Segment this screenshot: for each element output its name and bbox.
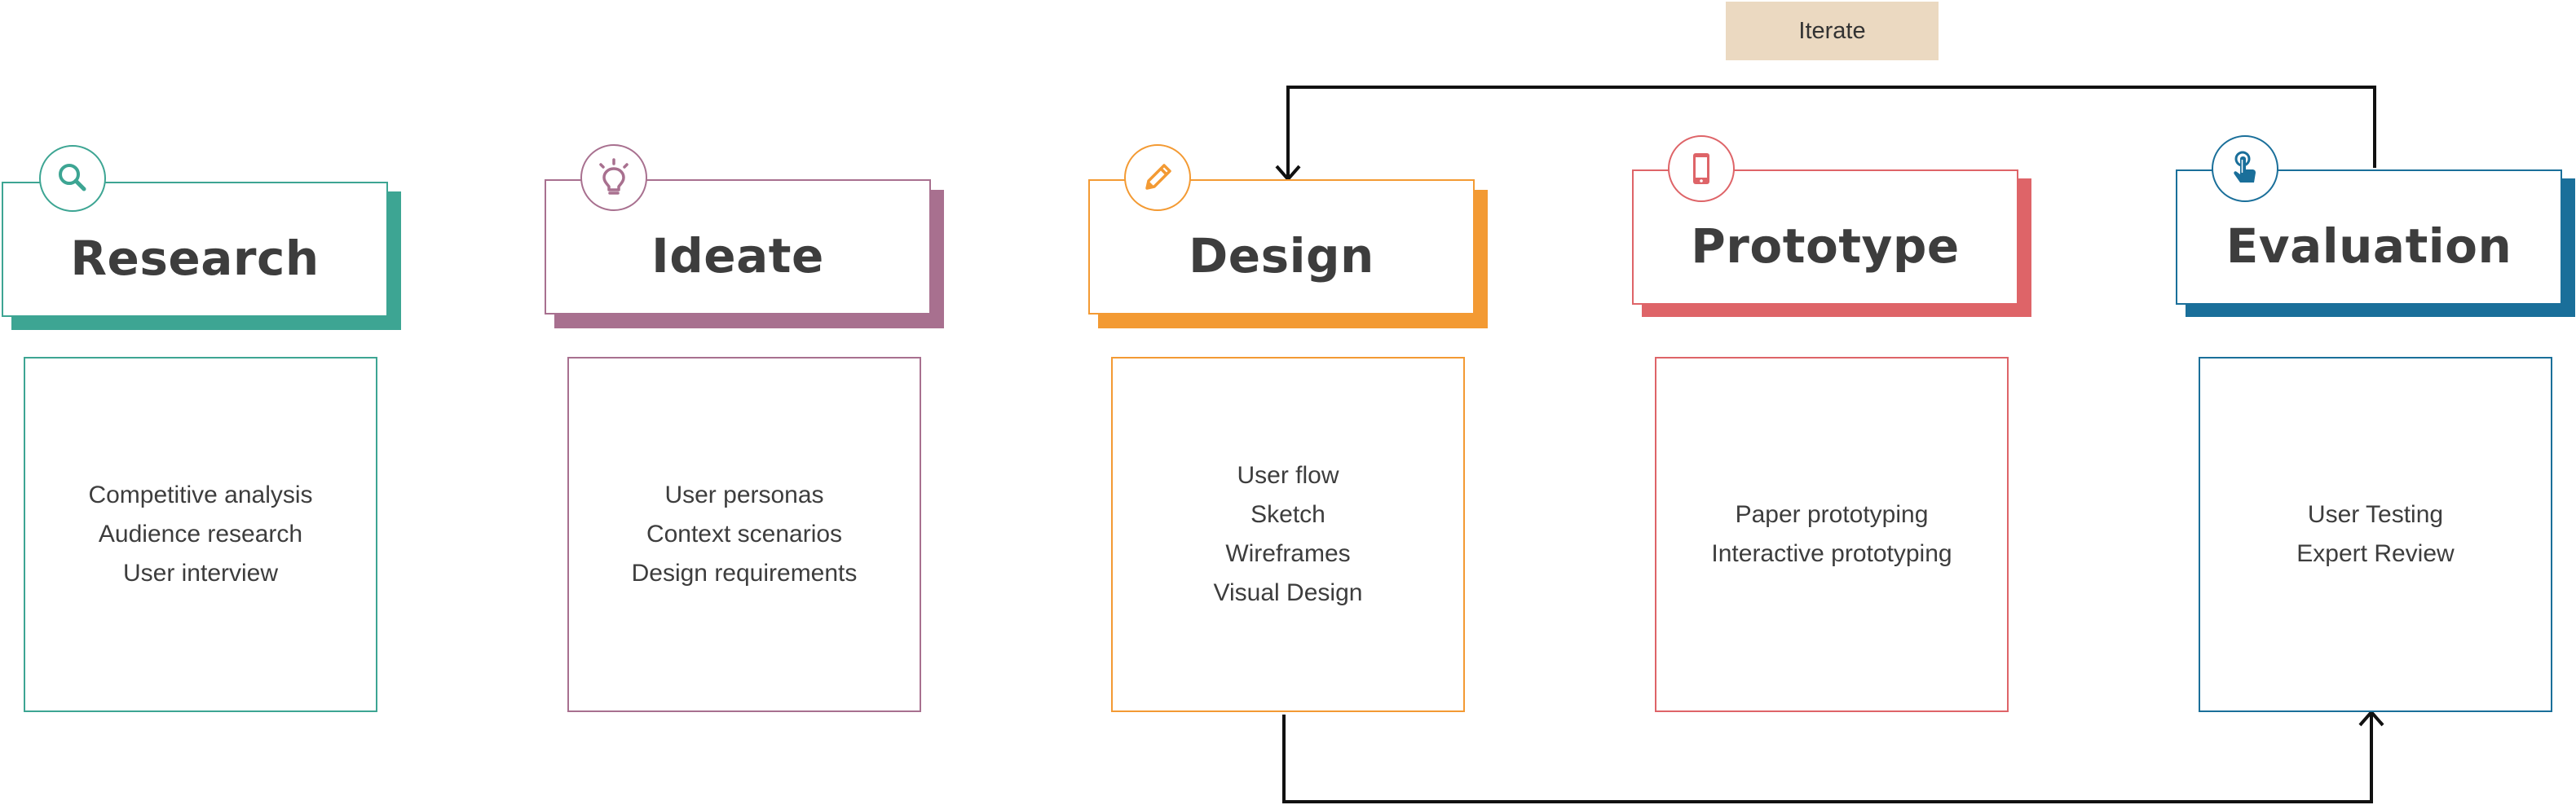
prototype-icon-badge: [1668, 135, 1735, 202]
evaluation-icon-badge: [2212, 135, 2278, 202]
detail-item: User interview: [122, 560, 279, 587]
phase-research: Research Competitive analysis Audience r…: [0, 0, 408, 805]
ideate-title: Ideate: [651, 228, 824, 284]
research-detail-box: Competitive analysis Audience research U…: [24, 357, 377, 712]
search-icon: [59, 164, 86, 191]
detail-item: Visual Design: [1213, 579, 1363, 606]
phase-design: Design User flow Sketch Wireframes Visua…: [1087, 0, 1495, 805]
design-title: Design: [1189, 228, 1374, 284]
detail-item: User personas: [664, 482, 824, 508]
detail-item: Interactive prototyping: [1711, 540, 1952, 567]
evaluation-title: Evaluation: [2225, 218, 2512, 274]
iterate-label-text: Iterate: [1798, 17, 1866, 44]
prototype-title: Prototype: [1691, 218, 1960, 274]
tap-hand-icon: [2234, 151, 2256, 183]
detail-item: Audience research: [98, 521, 303, 548]
detail-item: Wireframes: [1225, 540, 1351, 567]
detail-item: Context scenarios: [646, 521, 843, 548]
detail-item: User Testing: [2307, 501, 2444, 528]
detail-item: User flow: [1237, 462, 1339, 489]
smartphone-icon: [1693, 153, 1709, 184]
detail-item: Competitive analysis: [88, 482, 313, 508]
research-title: Research: [70, 231, 320, 286]
design-icon-badge: [1124, 144, 1191, 211]
detail-item: Sketch: [1251, 501, 1325, 528]
detail-item: Design requirements: [631, 560, 858, 587]
iterate-label: Iterate: [1726, 2, 1939, 60]
detail-item: Paper prototyping: [1735, 501, 1929, 528]
lightbulb-icon: [599, 158, 629, 195]
design-detail-box: User flow Sketch Wireframes Visual Desig…: [1111, 357, 1465, 712]
phase-ideate: Ideate User personas Context scenarios D…: [544, 0, 951, 805]
research-icon-badge: [39, 145, 106, 212]
evaluation-detail-box: User Testing Expert Review: [2199, 357, 2552, 712]
phase-prototype: Prototype Paper prototyping Interactive …: [1631, 0, 2039, 805]
detail-item: Expert Review: [2296, 540, 2455, 567]
phase-evaluation: Evaluation User Testing Expert Review: [2175, 0, 2576, 805]
prototype-detail-box: Paper prototyping Interactive prototypin…: [1655, 357, 2009, 712]
ideate-detail-box: User personas Context scenarios Design r…: [567, 357, 921, 712]
ideate-icon-badge: [580, 144, 647, 211]
pencil-icon: [1145, 164, 1171, 190]
